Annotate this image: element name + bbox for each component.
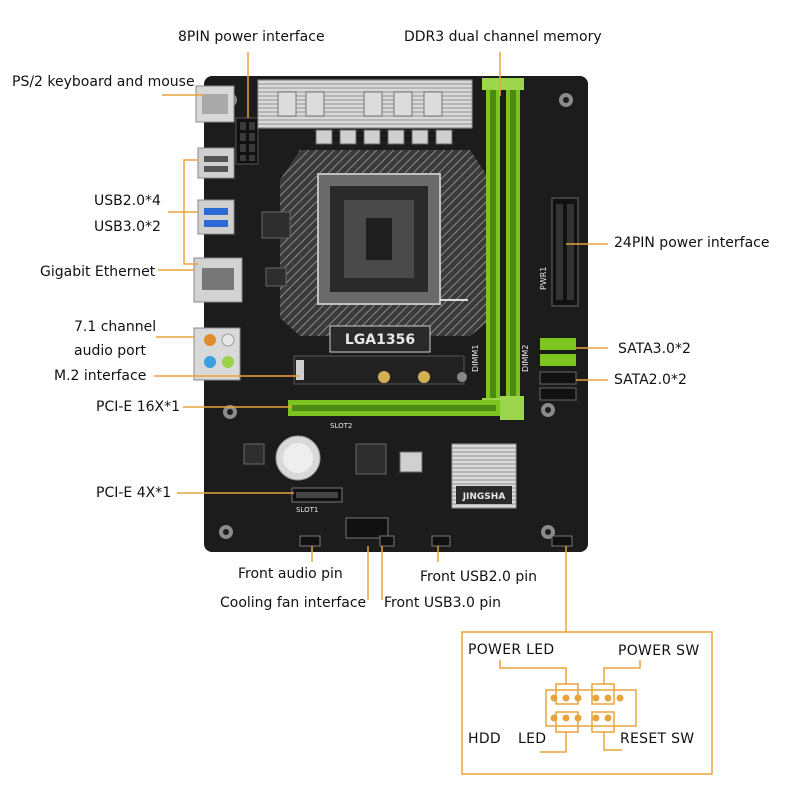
audio-jacks [193, 327, 241, 381]
label-audio-line2: audio port [74, 343, 146, 359]
sata-ports [539, 338, 577, 401]
label-led: LED [518, 731, 547, 747]
slot2-silk: SLOT2 [330, 422, 352, 430]
label-ddr3: DDR3 dual channel memory [404, 29, 602, 45]
label-front-usb20: Front USB2.0 pin [420, 569, 537, 585]
label-sata2: SATA2.0*2 [614, 372, 687, 388]
small-chips [243, 211, 423, 475]
label-m2: M.2 interface [54, 368, 147, 384]
dimm1-silk: DIMM1 [471, 345, 480, 372]
label-cooling-fan: Cooling fan interface [220, 595, 367, 611]
label-8pin: 8PIN power interface [178, 29, 325, 45]
twentyfour-pin-connector [551, 197, 579, 307]
label-front-usb30: Front USB3.0 pin [384, 595, 501, 611]
chokes [277, 91, 443, 117]
label-pcie16: PCI-E 16X*1 [96, 399, 181, 415]
label-reset-sw: RESET SW [620, 731, 695, 747]
brand-logo-text: JINGSHA [462, 492, 506, 502]
label-pcie4: PCI-E 4X*1 [96, 485, 172, 501]
usb-port-2 [197, 199, 235, 235]
label-power-led: POWER LED [468, 642, 555, 658]
front-panel-pin-dots [550, 694, 624, 722]
label-power-sw: POWER SW [618, 643, 700, 659]
m2-slot [293, 355, 465, 385]
socket-label: LGA1356 [345, 332, 415, 348]
label-hdd: HDD [468, 731, 501, 747]
label-usb20: USB2.0*4 [94, 193, 161, 209]
label-24pin: 24PIN power interface [614, 235, 770, 251]
label-ps2: PS/2 keyboard and mouse [12, 74, 195, 90]
pwr1-silk: PWR1 [539, 267, 548, 290]
label-audio-line1: 7.1 channel [74, 319, 157, 335]
slot1-silk: SLOT1 [296, 506, 318, 514]
capacitor-row [315, 129, 453, 145]
callout-lines [154, 52, 608, 632]
label-sata3: SATA3.0*2 [618, 341, 691, 357]
bottom-headers [299, 517, 573, 547]
label-usb30: USB3.0*2 [94, 219, 161, 235]
label-gigabit: Gigabit Ethernet [40, 264, 156, 280]
ram-slots [482, 78, 524, 416]
label-front-audio: Front audio pin [238, 566, 343, 582]
usb-port-1 [197, 147, 235, 179]
front-panel-pins [499, 660, 641, 753]
dimm2-silk: DIMM2 [521, 345, 530, 372]
front-panel-box [461, 631, 713, 775]
socket-label-plate [329, 325, 431, 353]
rear-io [193, 85, 243, 381]
